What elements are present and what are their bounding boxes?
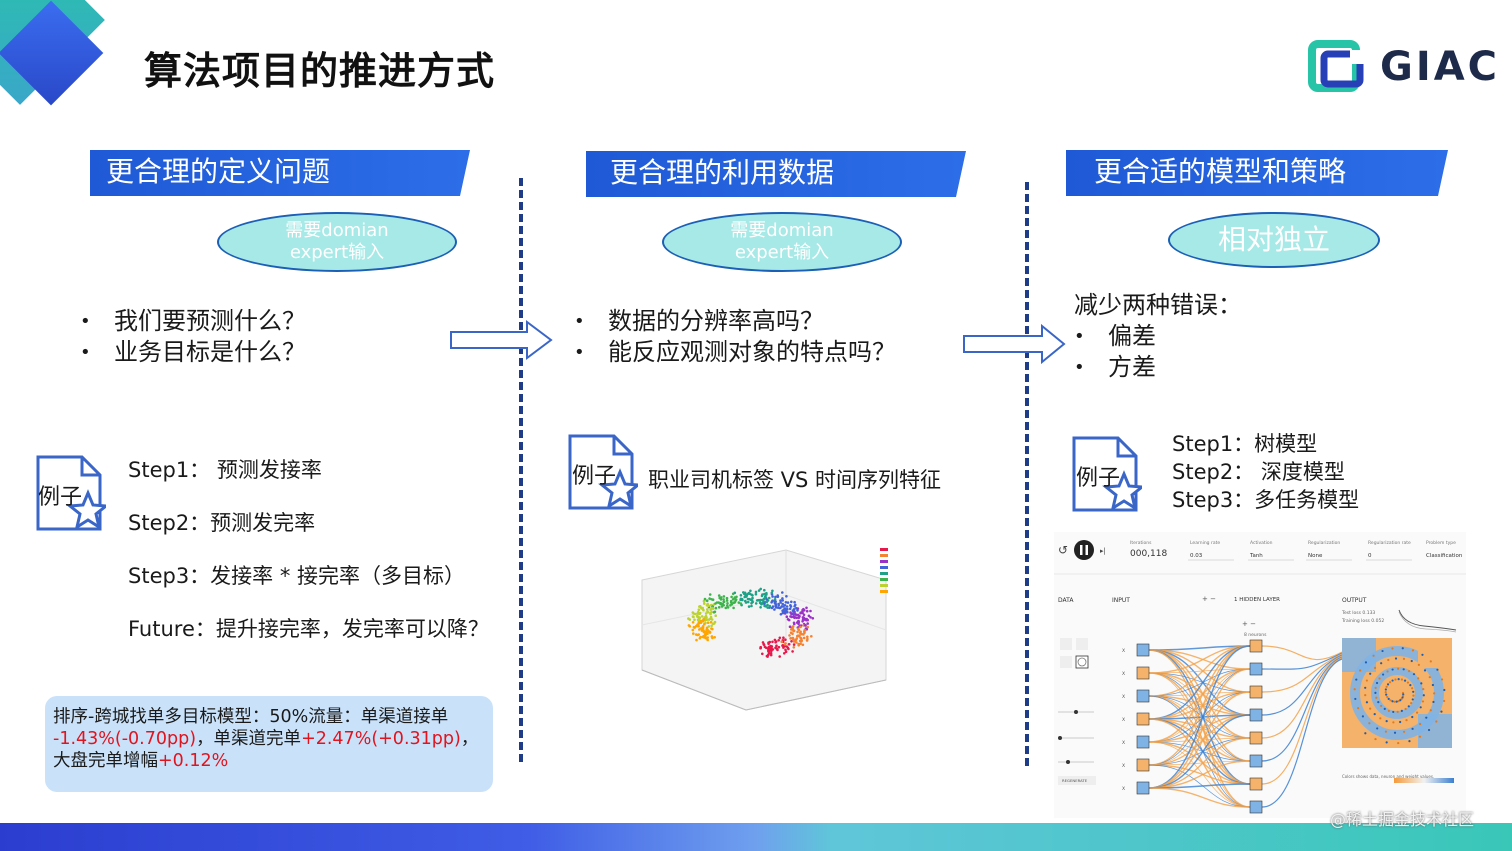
svg-text:Colors shows data, neuron and: Colors shows data, neuron and weight val… bbox=[1342, 774, 1434, 779]
result-line-1: 排序-跨城找单多目标模型：50%流量：单渠道接单 bbox=[53, 707, 449, 727]
svg-text:REGENERATE: REGENERATE bbox=[1062, 778, 1088, 783]
list-item: Step1： 预测发接率 bbox=[128, 458, 322, 482]
svg-text:+ −: + − bbox=[1202, 595, 1216, 603]
svg-text:Iterations: Iterations bbox=[1130, 540, 1152, 546]
svg-text:▸|: ▸| bbox=[1100, 547, 1106, 555]
section-1-bullets: •我们要预测什么？ •业务目标是什么？ bbox=[80, 306, 306, 368]
document-star-icon bbox=[36, 455, 110, 531]
nn-playground-image: ↺ ▸| Iterations 000,118 Learning rate 0.… bbox=[1054, 532, 1466, 818]
svg-text:8 neurons: 8 neurons bbox=[1244, 632, 1267, 638]
list-item: Future：提升接完率，发完率可以降？ bbox=[128, 617, 489, 641]
svg-text:Regularization: Regularization bbox=[1308, 540, 1340, 546]
watermark: @稀土掘金技术社区 bbox=[1330, 810, 1475, 829]
right-arrow-icon bbox=[450, 320, 553, 360]
svg-text:Regularization rate: Regularization rate bbox=[1368, 540, 1411, 546]
logo-text: GIAC bbox=[1380, 44, 1501, 90]
svg-text:X: X bbox=[1122, 763, 1125, 769]
svg-text:Activation: Activation bbox=[1250, 540, 1273, 546]
middle-example-text: 职业司机标签 VS 时间序列特征 bbox=[648, 468, 942, 492]
svg-text:DATA: DATA bbox=[1058, 597, 1074, 604]
svg-text:1 HIDDEN LAYER: 1 HIDDEN LAYER bbox=[1234, 597, 1280, 603]
svg-text:None: None bbox=[1308, 553, 1323, 559]
svg-text:Tanh: Tanh bbox=[1249, 553, 1263, 559]
svg-text:+ −: + − bbox=[1242, 620, 1256, 628]
svg-text:Learning rate: Learning rate bbox=[1190, 540, 1220, 546]
section-3-bullets: 减少两种错误： •偏差 •方差 bbox=[1074, 290, 1242, 383]
result-summary-box: 排序-跨城找单多目标模型：50%流量：单渠道接单 -1.43%(-0.70pp)… bbox=[45, 696, 493, 792]
giac-logo bbox=[1308, 40, 1366, 92]
svg-text:Classification: Classification bbox=[1426, 553, 1463, 559]
svg-text:0.03: 0.03 bbox=[1190, 553, 1203, 559]
example-icon-middle: 例子 bbox=[568, 434, 642, 518]
svg-text:0: 0 bbox=[1368, 553, 1372, 559]
document-star-icon bbox=[1072, 436, 1146, 512]
svg-text:X: X bbox=[1122, 671, 1125, 677]
list-item: Step3：多任务模型 bbox=[1172, 488, 1360, 512]
scatter-dots bbox=[687, 587, 815, 658]
page-title: 算法项目的推进方式 bbox=[144, 49, 496, 93]
legend-swatches bbox=[880, 548, 888, 593]
section-3-heading: 更合适的模型和策略 bbox=[1066, 150, 1448, 196]
svg-text:X: X bbox=[1122, 786, 1125, 792]
example-label: 例子 bbox=[1076, 466, 1121, 491]
network-links bbox=[1148, 645, 1343, 808]
section-2-heading: 更合理的利用数据 bbox=[586, 151, 966, 197]
list-item: Step1：树模型 bbox=[1172, 432, 1318, 456]
result-line-3: 大盘完单增幅+0.12% bbox=[53, 751, 229, 771]
hidden-nodes bbox=[1249, 639, 1263, 814]
result-line-2: -1.43%(-0.70pp)，单渠道完单+2.47%(+0.31pp)， bbox=[53, 729, 479, 749]
list-item: •数据的分辨率高吗？ bbox=[574, 307, 824, 335]
list-item: Step3：发接率 * 接完率（多目标） bbox=[128, 564, 466, 588]
right-arrow-icon bbox=[963, 324, 1066, 364]
list-item: •方差 bbox=[1074, 353, 1156, 381]
svg-text:X: X bbox=[1122, 648, 1125, 654]
input-nodes: X X X X X X X bbox=[1122, 643, 1150, 795]
list-item: •我们要预测什么？ bbox=[80, 307, 306, 335]
svg-text:Test loss 0.133: Test loss 0.133 bbox=[1341, 610, 1375, 616]
section-1-heading: 更合理的定义问题 bbox=[90, 150, 470, 196]
section-2-bullets: •数据的分辨率高吗？ •能反应观测对象的特点吗？ bbox=[574, 306, 896, 368]
svg-text:X: X bbox=[1122, 694, 1125, 700]
dashed-separator bbox=[1025, 182, 1029, 766]
list-item: •能反应观测对象的特点吗？ bbox=[574, 338, 896, 366]
example-icon-left: 例子 bbox=[36, 455, 110, 539]
svg-text:Training loss 0.052: Training loss 0.052 bbox=[1341, 618, 1384, 624]
example-label: 例子 bbox=[572, 464, 617, 489]
list-item: Step2：预测发完率 bbox=[128, 511, 316, 535]
svg-text:OUTPUT: OUTPUT bbox=[1342, 597, 1367, 604]
pause-icon bbox=[1074, 540, 1094, 560]
list-item: Step2： 深度模型 bbox=[1172, 460, 1345, 484]
section-3-intro: 减少两种错误： bbox=[1074, 291, 1242, 319]
section-2-badge: 需要domian expert输入 bbox=[662, 212, 902, 272]
3d-scatter-plot-image bbox=[641, 548, 888, 711]
nn-playground-graphic: ↺ ▸| Iterations 000,118 Learning rate 0.… bbox=[1054, 540, 1466, 814]
list-item: •业务目标是什么？ bbox=[80, 338, 306, 366]
dashed-separator bbox=[519, 178, 523, 762]
svg-text:X: X bbox=[1122, 740, 1125, 746]
svg-text:↺: ↺ bbox=[1058, 543, 1068, 557]
example-label: 例子 bbox=[38, 485, 83, 510]
svg-text:X: X bbox=[1122, 717, 1125, 723]
document-star-icon bbox=[568, 434, 642, 510]
svg-text:000,118: 000,118 bbox=[1130, 549, 1167, 559]
section-3-badge: 相对独立 bbox=[1168, 212, 1380, 268]
list-item: •偏差 bbox=[1074, 322, 1156, 350]
right-steps: Step1：树模型 Step2： 深度模型 Step3：多任务模型 bbox=[1172, 430, 1359, 514]
svg-text:INPUT: INPUT bbox=[1112, 597, 1130, 604]
left-steps: Step1： 预测发接率 Step2：预测发完率 Step3：发接率 * 接完率… bbox=[128, 456, 489, 668]
example-icon-right: 例子 bbox=[1072, 436, 1146, 520]
footer-bar bbox=[0, 823, 1512, 851]
svg-text:Problem type: Problem type bbox=[1426, 540, 1456, 546]
section-1-badge: 需要domian expert输入 bbox=[217, 212, 457, 272]
